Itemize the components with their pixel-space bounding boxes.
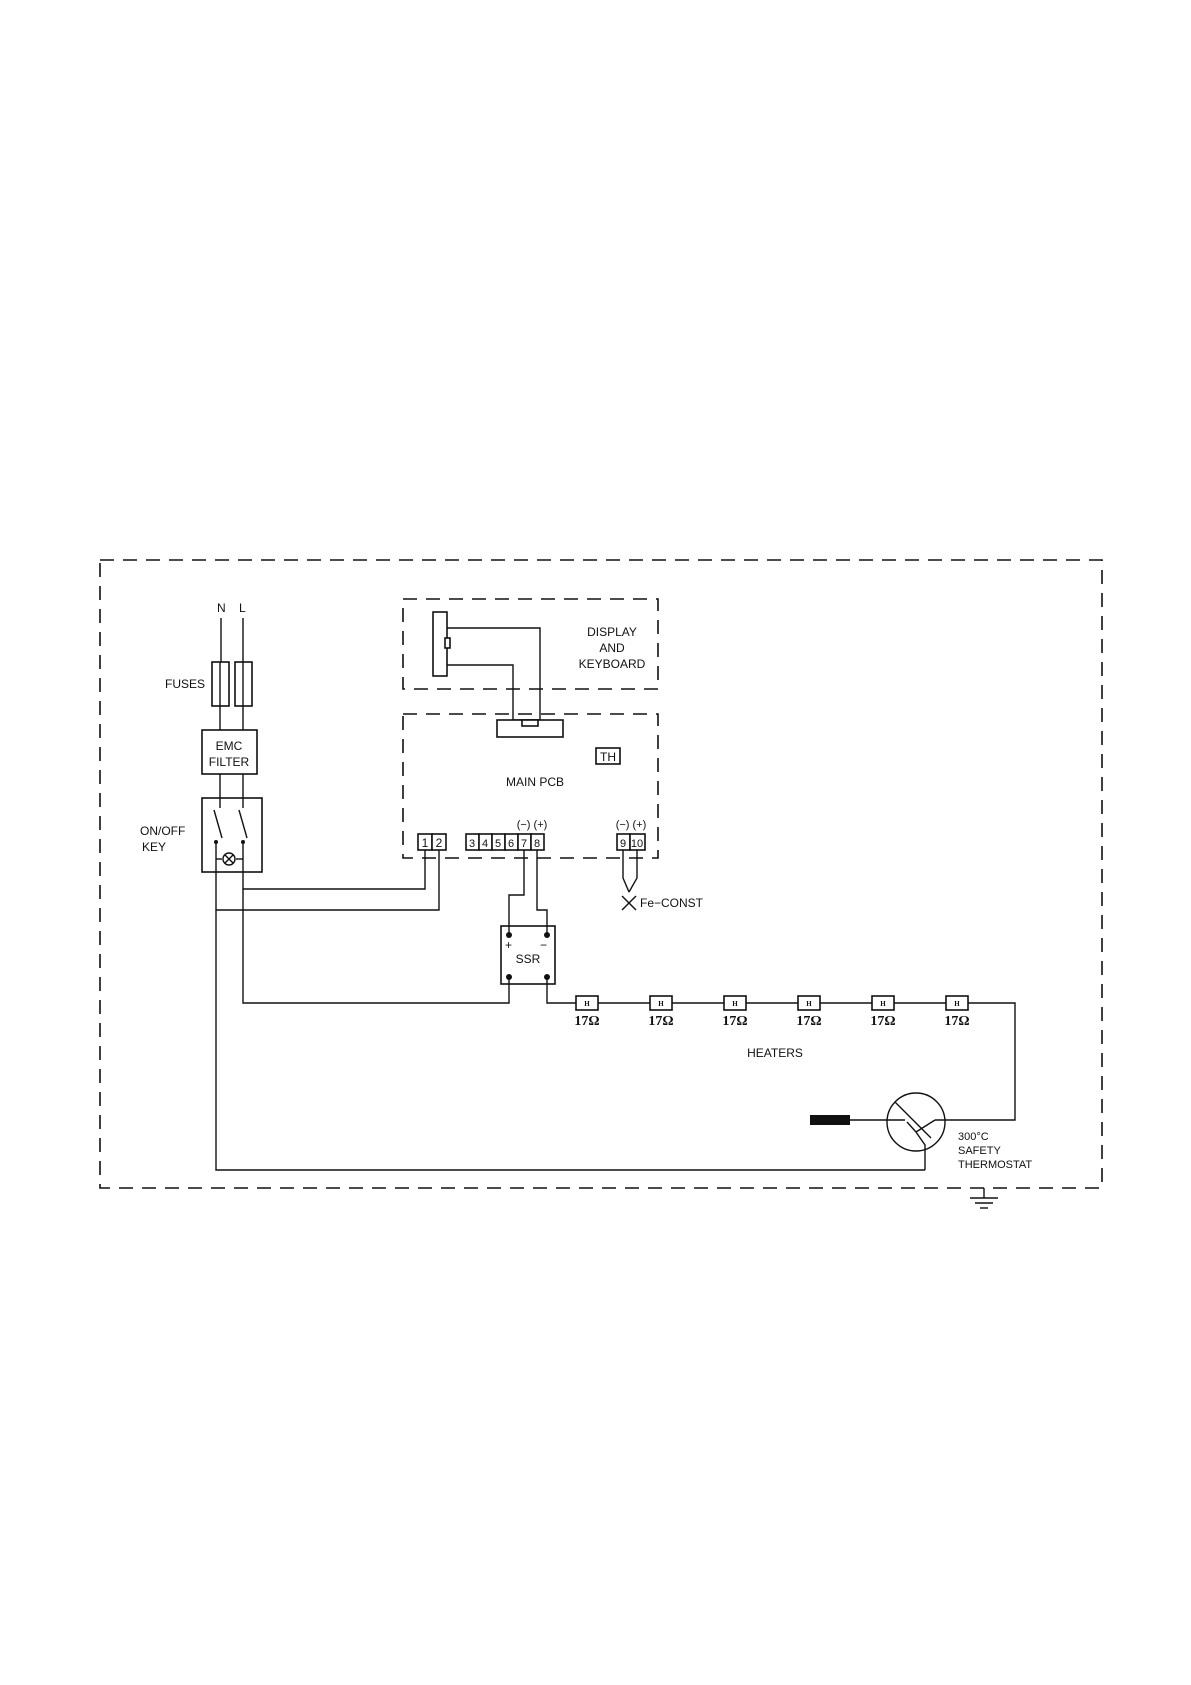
on-off-key-label-line1: ON/OFF	[140, 824, 185, 838]
display-connector	[433, 612, 563, 737]
emc-filter-label-line2: FILTER	[209, 755, 250, 769]
terminal-block-1-2: 1 2	[418, 834, 446, 850]
heater-element: H 17Ω	[722, 996, 747, 1029]
heaters: H 17Ω H 17Ω H 17Ω H 17Ω H 17Ω H 17Ω	[574, 996, 969, 1029]
thermostat-probe	[810, 1115, 850, 1125]
on-off-key-label-line2: KEY	[142, 840, 166, 854]
terminal-block-9-10: 9 10	[617, 834, 645, 850]
terminal-10: 10	[631, 838, 643, 850]
heater-element: H 17Ω	[944, 996, 969, 1029]
thermostat-circle	[887, 1093, 945, 1151]
th-label: TH	[600, 750, 616, 764]
heater-element: H 17Ω	[574, 996, 599, 1029]
wire-neutral-return	[216, 910, 925, 1170]
emc-filter-label-line1: EMC	[216, 739, 243, 753]
terminal-8: 8	[534, 838, 540, 850]
main-pcb-label: MAIN PCB	[506, 775, 564, 789]
heater-element: H 17Ω	[796, 996, 821, 1029]
heater-symbol: H	[584, 1000, 590, 1008]
terminal-2: 2	[436, 836, 443, 850]
heater-resistance: 17Ω	[944, 1014, 969, 1029]
heater-symbol: H	[732, 1000, 738, 1008]
heater-symbol: H	[880, 1000, 886, 1008]
wire-terminal-8	[537, 850, 547, 935]
wire-terminal-1	[243, 850, 425, 889]
fe-const-label: Fe−CONST	[640, 896, 704, 910]
heater-symbol: H	[658, 1000, 664, 1008]
heater-element: H 17Ω	[870, 996, 895, 1029]
display-label-line3: KEYBOARD	[579, 657, 646, 671]
heater-resistance: 17Ω	[796, 1014, 821, 1029]
ssr-plus-label: +	[505, 938, 512, 952]
heaters-label: HEATERS	[747, 1046, 803, 1060]
thermocouple-wires	[623, 850, 637, 892]
display-label-line2: AND	[599, 641, 625, 655]
on-off-key-box	[202, 798, 262, 872]
ribbon-cable	[447, 628, 540, 720]
ground-icon	[970, 1188, 998, 1208]
terminal-6: 6	[508, 838, 514, 850]
heater-resistance: 17Ω	[870, 1014, 895, 1029]
neutral-label: N	[217, 601, 226, 615]
terminal-block-3-8: 3 4 5 6 7 8	[466, 834, 544, 850]
wire-live-ssr	[243, 889, 509, 1003]
terminal-3: 3	[469, 838, 475, 850]
display-label-line1: DISPLAY	[587, 625, 637, 639]
fuses-label: FUSES	[165, 677, 205, 691]
fuses	[212, 662, 252, 706]
heater-resistance: 17Ω	[648, 1014, 673, 1029]
polarity-9-10: (−) (+)	[616, 819, 647, 831]
ssr-label: SSR	[516, 952, 541, 966]
heater-element: H 17Ω	[648, 996, 673, 1029]
polarity-7-8: (−) (+)	[517, 819, 548, 831]
heater-resistance: 17Ω	[574, 1014, 599, 1029]
heater-resistance: 17Ω	[722, 1014, 747, 1029]
thermostat-label-line3: THERMOSTAT	[958, 1159, 1032, 1171]
terminal-4: 4	[482, 838, 488, 850]
heater-symbol: H	[806, 1000, 812, 1008]
terminal-1: 1	[422, 836, 429, 850]
thermostat-label-line2: SAFETY	[958, 1145, 1001, 1157]
heater-symbol: H	[954, 1000, 960, 1008]
live-label: L	[239, 601, 246, 615]
terminal-9: 9	[620, 838, 626, 850]
on-off-key	[202, 798, 262, 872]
safety-thermostat	[810, 1093, 945, 1170]
thermostat-label-line1: 300°C	[958, 1131, 989, 1143]
ssr-minus-label: −	[540, 938, 547, 952]
wire-terminal-7	[509, 850, 524, 935]
terminal-5: 5	[495, 838, 501, 850]
terminal-7: 7	[521, 838, 527, 850]
